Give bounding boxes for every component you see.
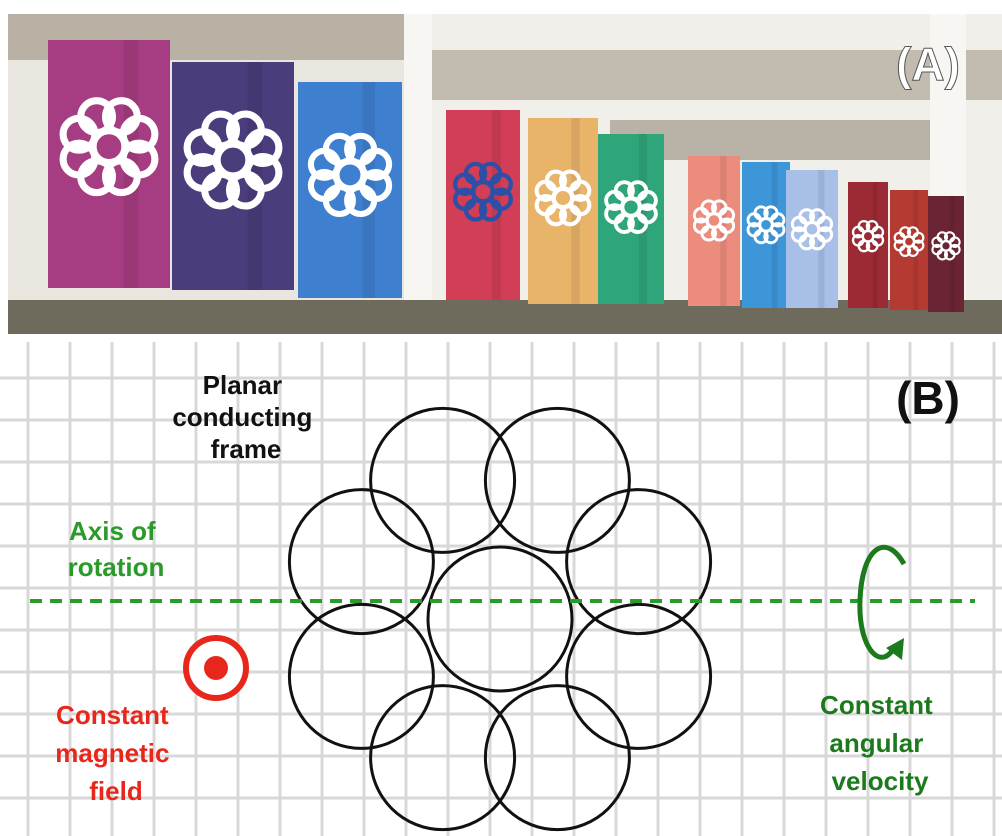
velocity-label-line-1: Constant [820, 690, 933, 720]
banner-photo: (A) [0, 0, 1002, 342]
railing-right-upper [428, 50, 1002, 100]
knot-emblem-icon [183, 110, 283, 210]
frame-diagram: (B) Planar conducting frame Axis of rota… [0, 342, 1002, 836]
conducting-frame [287, 406, 713, 832]
knot-emblem-icon [453, 161, 513, 222]
axis-label: Axis of rotation [68, 516, 165, 582]
knot-emblem-icon [534, 169, 592, 227]
field-label-line-2: magnetic [55, 738, 169, 768]
banner [446, 110, 520, 300]
knot-emblem-icon [931, 231, 961, 261]
velocity-label-line-3: velocity [832, 766, 929, 796]
frame-label-line-3: frame [211, 434, 282, 464]
field-label: Constant magnetic field [55, 700, 176, 806]
frame-label-line-1: Planar [203, 370, 283, 400]
panel-a-label: (A) [896, 38, 960, 90]
knot-emblem-icon [604, 180, 658, 234]
frame-loop [565, 602, 713, 750]
banner [172, 62, 294, 290]
frame-loop [287, 488, 435, 636]
banner [598, 134, 664, 304]
banner [848, 182, 888, 308]
knot-emblem-icon [893, 226, 925, 258]
frame-loop [369, 684, 517, 832]
banner-group [48, 40, 964, 312]
banner [928, 196, 964, 312]
knot-emblem-icon [851, 219, 885, 253]
velocity-label-line-2: angular [829, 728, 923, 758]
knot-emblem-icon [746, 205, 786, 245]
axis-label-line-2: rotation [68, 552, 165, 582]
banner [298, 82, 402, 298]
background-grid [0, 342, 1002, 836]
column-center [404, 14, 432, 334]
panel-b-label: (B) [896, 372, 960, 424]
diagram-panel-b: (B) Planar conducting frame Axis of rota… [0, 342, 1002, 836]
frame-loop [483, 684, 631, 832]
railing-right-lower [610, 120, 950, 160]
frame-loop-center [426, 545, 574, 693]
banner [786, 170, 838, 308]
magnetic-field-out-of-page-icon [183, 635, 249, 701]
frame-label-line-2: conducting [172, 402, 312, 432]
field-label-line-1: Constant [56, 700, 169, 730]
knot-emblem-icon [790, 208, 834, 251]
photo-panel-a: (A) [0, 0, 1002, 342]
angular-velocity-rotation-arrow-icon [857, 544, 907, 660]
knot-emblem-icon [692, 199, 736, 242]
frame-loop [483, 406, 631, 554]
banner [688, 156, 740, 306]
banner [890, 190, 928, 310]
knot-emblem-icon [59, 97, 159, 197]
velocity-label: Constant angular velocity [820, 690, 940, 796]
banner [48, 40, 170, 288]
field-label-line-3: field [89, 776, 142, 806]
frame-loop [565, 488, 713, 636]
frame-label: Planar conducting frame [172, 370, 319, 464]
banner [528, 118, 598, 304]
axis-label-line-1: Axis of [69, 516, 156, 546]
frame-loop [287, 602, 435, 750]
knot-emblem-icon [307, 132, 393, 218]
frame-loop [369, 406, 517, 554]
banner [742, 162, 790, 308]
